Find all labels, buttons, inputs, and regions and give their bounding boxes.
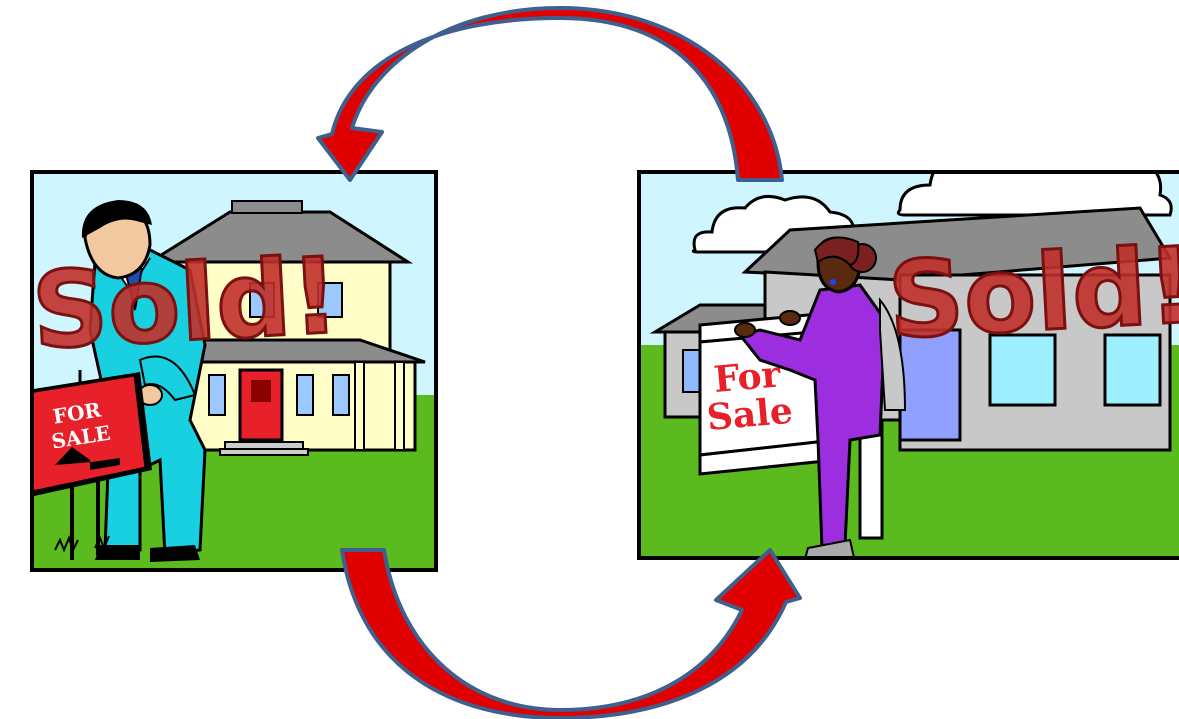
right-scene-buyer: For Sale Sold! <box>637 170 1179 560</box>
top-cycle-arrow <box>316 6 784 182</box>
sign-sale-text-right: Sale <box>705 390 794 439</box>
sold-stamp-left: Sold! <box>29 235 342 373</box>
for-sale-sign-left: FOR SALE <box>32 370 152 560</box>
left-frame <box>30 170 438 572</box>
bottom-cycle-arrow <box>340 548 802 719</box>
right-frame <box>637 170 1179 560</box>
house-pictogram-icon <box>55 447 120 470</box>
cloud-large <box>896 172 1173 217</box>
left-scene-seller: FOR SALE Sold! <box>29 170 438 572</box>
man-seller-figure <box>81 200 207 562</box>
sold-stamp-right: Sold! <box>885 224 1179 362</box>
left-house <box>144 200 426 456</box>
woman-buyer-figure <box>734 236 907 558</box>
